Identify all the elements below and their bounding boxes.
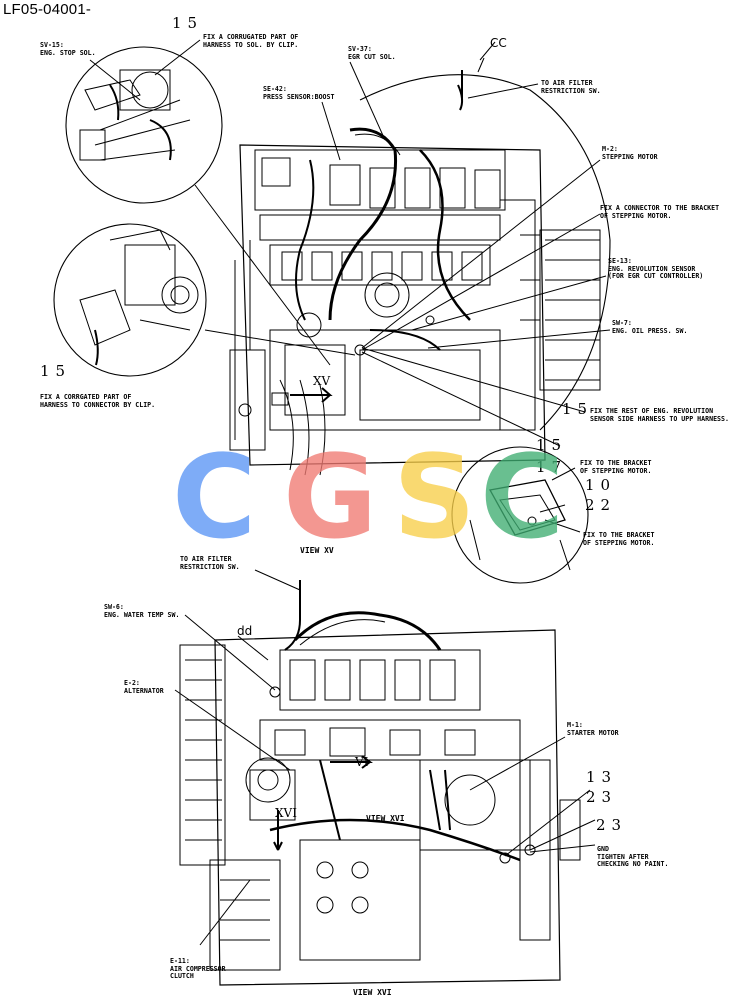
bottom-engine-drawing <box>179 580 581 986</box>
part-label-sv37: SV-37: EGR CUT SOL. <box>348 45 396 61</box>
watermark-letter: C <box>480 431 565 565</box>
ref-number: 13 <box>586 768 618 786</box>
view-marker: XV <box>313 374 331 388</box>
view-caption: VIEW XV <box>300 546 334 555</box>
ref-number: 17 <box>536 458 568 476</box>
note-text: FIX THE REST OF ENG. REVOLUTION SENSOR S… <box>590 407 729 423</box>
watermark-letter: S <box>393 431 476 565</box>
note-text: FIX TO THE BRACKET OF STEPPING MOTOR. <box>583 531 655 547</box>
leader-lines-top <box>89 39 611 533</box>
ref-number: 15 <box>536 436 568 454</box>
watermark-letter: G <box>283 431 378 565</box>
part-label-e11: E-11: AIR COMPRESSOR CLUTCH <box>170 957 226 981</box>
detail-circle-sv15 <box>65 46 331 366</box>
detail-circle-cc <box>359 70 611 431</box>
top-engine-drawing <box>229 127 546 476</box>
part-label-se42: SE-42: PRESS SENSOR:BOOST <box>263 85 335 101</box>
part-label-m2: M-2: STEPPING MOTOR <box>602 145 658 161</box>
view-caption: VIEW XVI <box>366 814 405 823</box>
note-text: FIX A CONNECTOR TO THE BRACKET OF STEPPI… <box>600 204 720 220</box>
part-label-se13: SE-13: ENG. REVOLUTION SENSOR (FOR EGR C… <box>608 257 704 281</box>
part-label-sw6: SW-6: ENG. WATER TEMP SW. <box>104 603 180 619</box>
ref-number: 15 <box>172 14 204 32</box>
view-marker: VI <box>355 755 369 769</box>
document-id: LF05-04001- <box>3 1 92 18</box>
note-text: FIX A CORRGATED PART OF HARNESS TO CONNE… <box>40 393 156 409</box>
note-text: FIX TO THE BRACKET OF STEPPING MOTOR. <box>580 459 652 475</box>
view-caption: VIEW XVI <box>353 988 392 997</box>
part-label-m1: M-1: STARTER MOTOR <box>567 721 619 737</box>
ref-number: 22 <box>585 496 617 514</box>
detail-circle-connector <box>53 223 356 377</box>
ref-letter: dd <box>237 624 253 638</box>
note-text: GND TIGHTEN AFTER CHECKING NO PAINT. <box>597 845 669 869</box>
note-text: FIX A CORRUGATED PART OF HARNESS TO SOL.… <box>203 33 299 49</box>
ref-number: 15 <box>562 400 594 418</box>
leader-lines-bottom <box>174 569 596 946</box>
detail-circle-bracket <box>451 446 589 584</box>
ref-number: 23 <box>586 788 618 806</box>
ref-number: 23 <box>596 816 628 834</box>
ref-letter: CC <box>490 36 507 50</box>
note-text: TO AIR FILTER RESTRICTION SW. <box>180 555 240 571</box>
part-label-sv15: SV-15: ENG. STOP SOL. <box>40 41 96 57</box>
view-marker: XVI <box>275 806 297 820</box>
ref-number: 15 <box>40 362 72 380</box>
ref-number: 10 <box>585 476 617 494</box>
part-label-sw7: SW-7: ENG. OIL PRESS. SW. <box>612 319 688 335</box>
note-text: TO AIR FILTER RESTRICTION SW. <box>541 79 601 95</box>
part-label-e2: E-2: ALTERNATOR <box>124 679 164 695</box>
watermark-letter: C <box>172 431 257 565</box>
